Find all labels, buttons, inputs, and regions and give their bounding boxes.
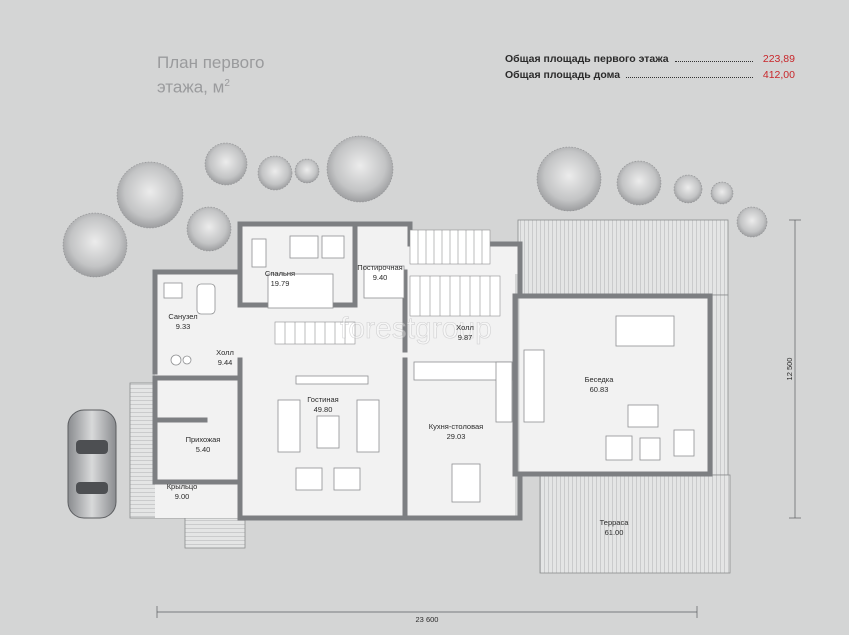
room-name-living: Гостиная xyxy=(307,395,338,404)
room-area-living: 49.80 xyxy=(314,405,333,414)
width-dimension-label: 23 600 xyxy=(416,615,439,624)
armchair-icon xyxy=(321,235,345,259)
dimension-lines xyxy=(156,219,801,618)
sofa-icon xyxy=(627,404,659,428)
area-label: Общая площадь дома xyxy=(505,69,621,81)
armchair-icon xyxy=(295,467,323,491)
desk-icon xyxy=(251,238,267,268)
armchair-icon xyxy=(605,435,633,461)
area-label: Общая площадь первого этажа xyxy=(505,53,669,65)
room-name-hall-right: Холл xyxy=(456,323,474,332)
tree-icon xyxy=(326,135,394,203)
room-area-gazebo: 60.83 xyxy=(590,385,609,394)
area-row-house: Общая площадь дома 412,00 xyxy=(505,69,795,85)
area-summary: Общая площадь первого этажа 223,89 Общая… xyxy=(505,53,795,85)
room-name-hall-left: Холл xyxy=(216,348,234,357)
bathtub-icon xyxy=(196,283,216,315)
tree-icon xyxy=(294,158,320,184)
trees xyxy=(62,135,768,278)
plan-title: План первого этажа, м2 xyxy=(157,52,264,98)
room-area-bedroom: 19.79 xyxy=(271,279,290,288)
room-area-laundry: 9.40 xyxy=(373,273,388,282)
room-name-terrace: Терраса xyxy=(600,518,630,527)
tree-icon xyxy=(186,206,232,252)
room-area-entry: 5.40 xyxy=(196,445,211,454)
room-area-porch: 9.00 xyxy=(175,492,190,501)
coffee-table-icon xyxy=(316,415,340,449)
sink-icon xyxy=(163,282,183,299)
stairs xyxy=(274,229,501,345)
area-row-floor: Общая площадь первого этажа 223,89 xyxy=(505,53,795,69)
terrace-deck xyxy=(539,474,731,574)
room-name-porch: Крыльцо xyxy=(167,482,198,491)
area-value: 223,89 xyxy=(762,53,795,65)
armchair-icon xyxy=(333,467,361,491)
armchair-icon xyxy=(289,235,319,259)
room-area-bathroom: 9.33 xyxy=(176,322,191,331)
room-labels: Спальня 19.79 Постирочная 9.40 Санузел 9… xyxy=(167,263,630,537)
tree-icon xyxy=(116,161,184,229)
tree-icon xyxy=(536,146,602,212)
furniture xyxy=(163,235,695,503)
toilet-icon xyxy=(170,354,182,366)
tv-stand-icon xyxy=(295,375,369,385)
dot-leader xyxy=(674,61,753,62)
room-name-laundry: Постирочная xyxy=(357,263,402,272)
room-name-entry: Прихожая xyxy=(186,435,221,444)
sofa-icon xyxy=(277,399,301,453)
porch-steps xyxy=(184,517,246,549)
sofa-icon xyxy=(356,399,380,453)
toilet-icon xyxy=(182,355,192,365)
tree-icon xyxy=(673,174,703,204)
tree-icon xyxy=(710,181,734,205)
coffee-table-icon xyxy=(639,437,661,461)
gazebo-deck-top xyxy=(517,219,729,296)
dining-table-icon xyxy=(451,463,481,503)
room-area-kitchen: 29.03 xyxy=(447,432,466,441)
room-name-bathroom: Санузел xyxy=(168,312,197,321)
room-name-kitchen: Кухня-столовая xyxy=(429,422,483,431)
plan-title-unit: этажа, м xyxy=(157,77,225,97)
plan-title-line2: этажа, м2 xyxy=(157,77,230,97)
depth-dimension-label: 12 500 xyxy=(785,358,794,381)
tree-icon xyxy=(257,155,293,191)
room-area-terrace: 61.00 xyxy=(605,528,624,537)
car-icon xyxy=(67,409,117,519)
armchair-icon xyxy=(673,429,695,457)
washer-icon xyxy=(363,265,405,299)
dot-leader xyxy=(626,77,753,78)
plan-title-line1: План первого xyxy=(157,53,265,72)
tree-icon xyxy=(204,142,248,186)
bar-counter-icon xyxy=(523,349,545,423)
tree-icon xyxy=(736,206,768,238)
tree-icon xyxy=(62,212,128,278)
room-area-hall-right: 9.87 xyxy=(458,333,473,342)
kitchen-counter-icon xyxy=(495,361,513,423)
room-name-gazebo: Беседка xyxy=(585,375,615,384)
bed-icon xyxy=(267,273,334,309)
tree-icon xyxy=(616,160,662,206)
area-value: 412,00 xyxy=(762,69,795,81)
room-name-bedroom: Спальня xyxy=(265,269,295,278)
dining-table-icon xyxy=(615,315,675,347)
room-area-hall-left: 9.44 xyxy=(218,358,233,367)
watermark: forestgroup xyxy=(340,312,492,345)
